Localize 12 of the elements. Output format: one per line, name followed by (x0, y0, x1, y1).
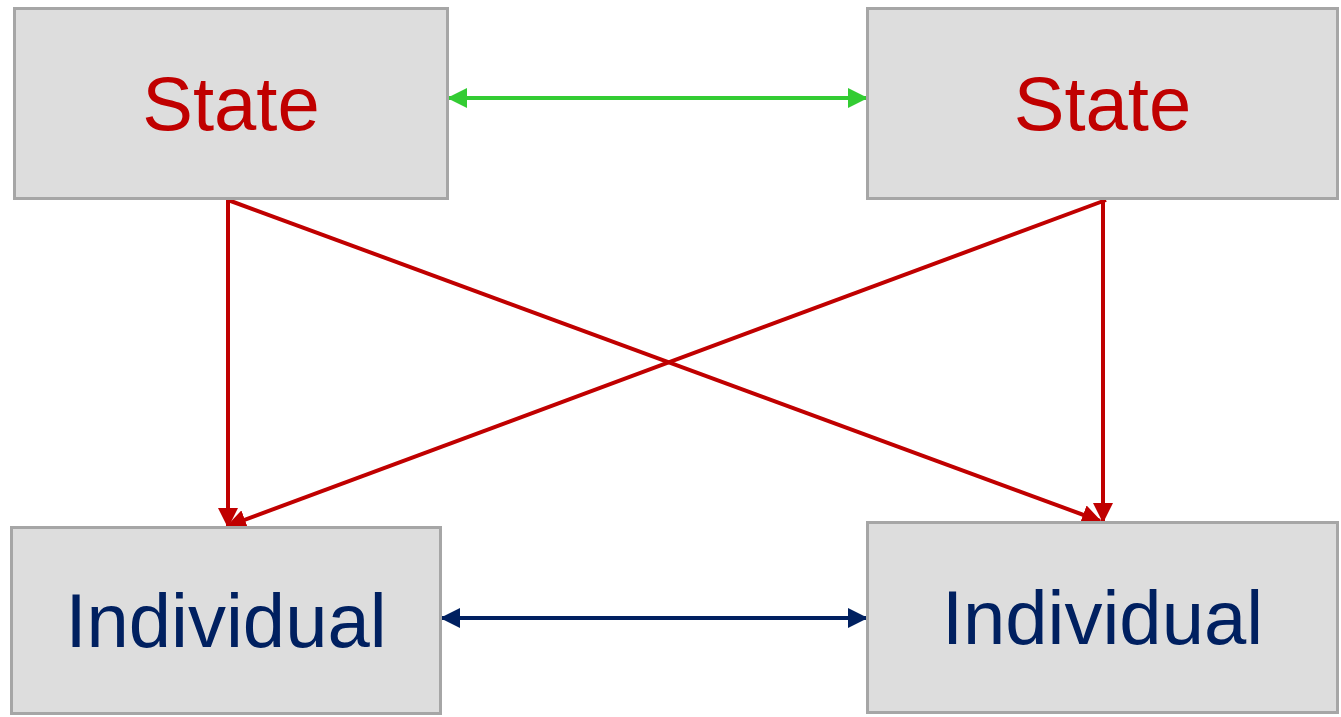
box-label: Individual (65, 577, 387, 664)
arrow (440, 608, 868, 628)
arrow (447, 88, 868, 108)
text-box (866, 521, 1339, 714)
arrow (218, 200, 238, 528)
text-box (13, 7, 449, 200)
arrow (1093, 200, 1113, 523)
box-label: State (142, 60, 320, 147)
box-label: Individual (941, 574, 1264, 661)
text-box (10, 526, 442, 715)
box-label: State (1013, 60, 1192, 147)
text-box (866, 7, 1339, 200)
